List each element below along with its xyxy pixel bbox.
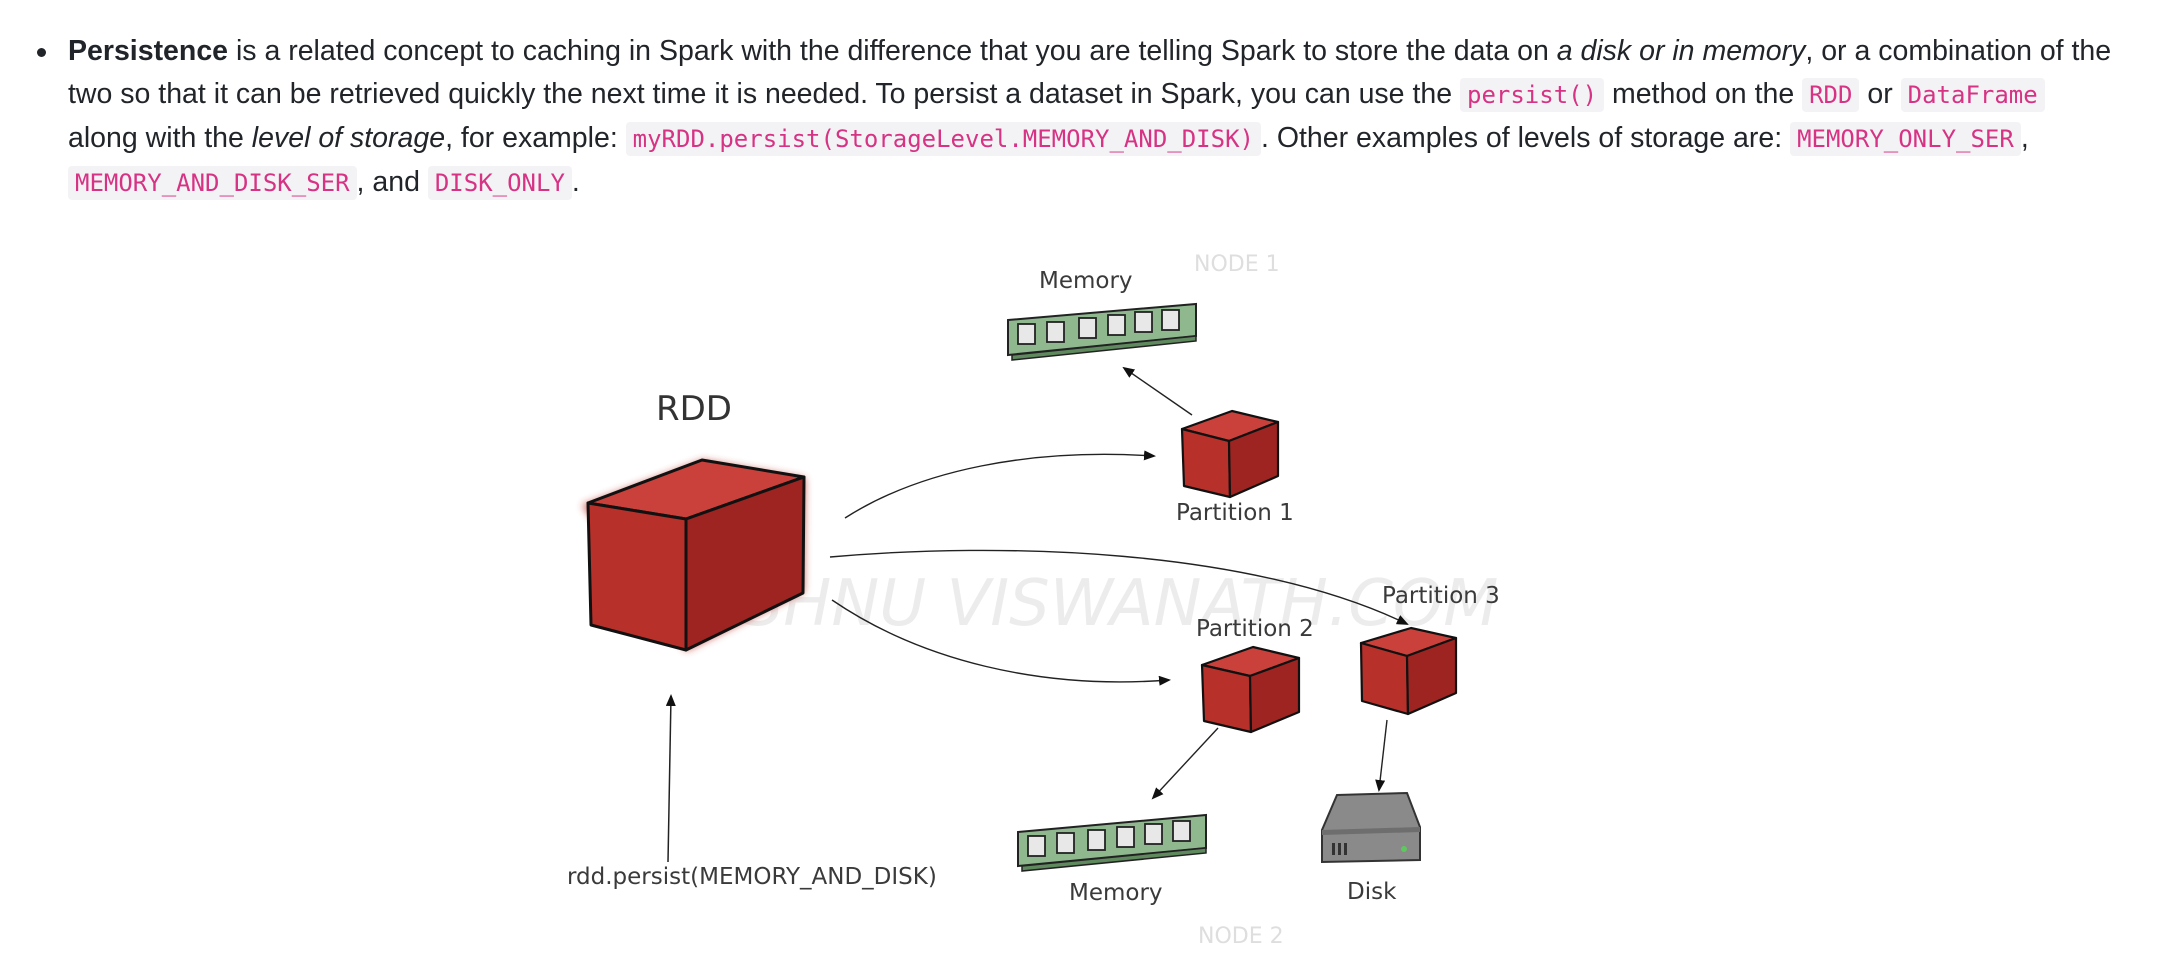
code-memory-and-disk-ser: MEMORY_AND_DISK_SER (68, 166, 357, 200)
code-dataframe: DataFrame (1900, 78, 2045, 112)
text-segment: , (2020, 122, 2029, 154)
text-segment: method on the (1604, 78, 1803, 110)
node2-label: NODE 2 (1198, 924, 1284, 949)
code-disk-only: DISK_ONLY (427, 166, 572, 200)
rdd-label: RDD (656, 389, 732, 429)
disk-label: Disk (1347, 879, 1397, 905)
partition1-cube (1180, 409, 1280, 499)
text-segment: . Other examples of levels of storage ar… (1260, 122, 1791, 154)
text-segment: is a related concept to caching in Spark… (228, 35, 1557, 67)
node1-label: NODE 1 (1194, 252, 1280, 277)
rdd-cube (582, 458, 806, 652)
persistence-bullet: Persistence is a related concept to cach… (32, 30, 2112, 205)
persistence-term: Persistence (68, 35, 229, 67)
arrow-to-memory-bottom (1151, 727, 1219, 800)
arrow-to-partition-3 (829, 549, 1409, 625)
memory-bottom-label: Memory (1069, 880, 1163, 906)
partition3-cube (1359, 626, 1458, 716)
watermark-text: VISHNU VISWANATH.COM (680, 567, 1498, 641)
memory-stick-icon (1017, 813, 1207, 872)
emphasis-level-of-storage: level of storage (251, 122, 446, 154)
disk-drive-icon (1321, 791, 1421, 864)
memory-stick-icon (1007, 302, 1197, 361)
bullet-dot (37, 48, 46, 57)
code-example: myRDD.persist(StorageLevel.MEMORY_AND_DI… (625, 122, 1261, 156)
code-rdd: RDD (1802, 78, 1860, 112)
code-memory-only-ser: MEMORY_ONLY_SER (1790, 122, 2021, 156)
partition2-label: Partition 2 (1196, 616, 1314, 642)
persist-arrow (665, 694, 676, 863)
partition1-label: Partition 1 (1176, 500, 1294, 526)
persist-command-label: rdd.persist(MEMORY_AND_DISK) (567, 864, 937, 890)
arrow-to-disk (1375, 719, 1388, 792)
text-segment: or (1859, 78, 1901, 110)
arrow-to-partition-1 (844, 450, 1156, 519)
arrow-to-partition-2 (831, 599, 1171, 686)
text-segment: . (571, 166, 580, 198)
partition3-label: Partition 3 (1382, 583, 1500, 609)
text-segment: , or a combination of the two so that it… (68, 35, 2112, 110)
bullet-list: Persistence is a related concept to cach… (32, 30, 2112, 205)
code-persist: persist() (1460, 78, 1605, 112)
memory-top-label: Memory (1039, 268, 1133, 294)
arrow-to-memory-top (1122, 366, 1193, 416)
partition2-cube (1200, 645, 1301, 734)
emphasis-disk-memory: a disk or in memory (1556, 35, 1806, 67)
text-segment: along with the (68, 122, 252, 154)
text-segment: , for example: (445, 122, 626, 154)
text-segment: , and (356, 166, 428, 198)
